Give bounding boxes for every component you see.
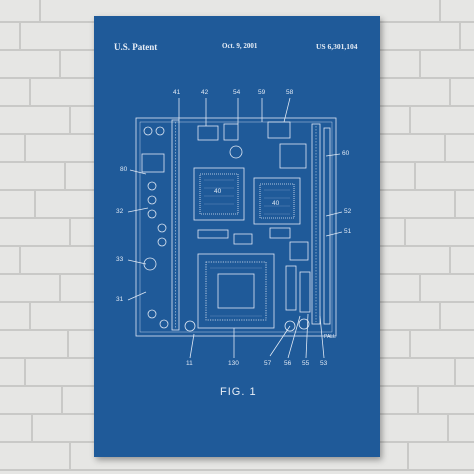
ref-33: 33 [116,256,124,263]
patent-poster: U.S. Patent Oct. 9, 2001 US 6,301,104 [94,16,380,457]
ref-58: 58 [286,89,294,96]
ref-59: 59 [258,89,266,96]
patent-number: US 6,301,104 [316,42,358,51]
ref-40-left: 40 [214,188,222,195]
ref-53: 53 [320,360,328,367]
expansion-slot [171,119,180,331]
cpu-socket-130 [197,253,275,329]
ref-55: 55 [302,360,310,367]
ref-56: 56 [284,360,292,367]
chip-40-right [253,177,301,225]
ref-57: 57 [264,360,272,367]
ref-60: 60 [342,150,350,157]
ref-42: 42 [201,89,209,96]
ref-31: 31 [116,296,124,303]
patent-date: Oct. 9, 2001 [222,42,258,50]
patent-header-left: U.S. Patent [114,42,158,52]
ref-51: 51 [344,228,352,235]
ref-52: 52 [344,208,352,215]
board-outline [135,117,337,337]
ref-130: 130 [228,360,239,367]
ref-11: 11 [186,360,193,367]
pin-header [311,123,321,325]
capacitor [143,126,153,136]
chip-40-left [193,167,245,221]
ref-pall: PALL [324,334,336,340]
ref-40-right: 40 [272,200,280,207]
ref-80: 80 [120,166,128,173]
ref-41: 41 [173,89,181,96]
motherboard-drawing [127,97,343,359]
figure-caption: FIG. 1 [220,386,257,398]
ref-32: 32 [116,208,124,215]
ref-54: 54 [233,89,241,96]
